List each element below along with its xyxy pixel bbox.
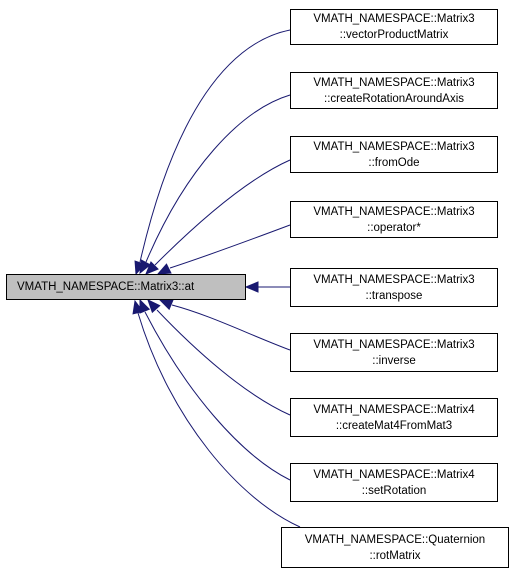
caller-node-from-ode[interactable]: VMATH_NAMESPACE::Matrix3 ::fromOde [290,136,498,173]
caller-method-label: ::operator* [367,220,421,236]
edge-rot-matrix [138,313,300,527]
caller-method-label: ::transpose [366,288,423,304]
focus-node-label: VMATH_NAMESPACE::Matrix3::at [17,279,194,295]
caller-node-create-rotation-around-axis[interactable]: VMATH_NAMESPACE::Matrix3 ::createRotatio… [290,72,498,109]
caller-class-label: VMATH_NAMESPACE::Matrix3 [313,11,474,27]
caller-class-label: VMATH_NAMESPACE::Matrix3 [313,75,474,91]
edge-create-rotation-around-axis [146,95,290,262]
caller-node-operator-multiply[interactable]: VMATH_NAMESPACE::Matrix3 ::operator* [290,201,498,238]
caller-class-label: VMATH_NAMESPACE::Matrix3 [313,204,474,220]
caller-class-label: VMATH_NAMESPACE::Quaternion [305,532,485,548]
edge-transpose-arrowhead [246,282,258,292]
caller-node-transpose[interactable]: VMATH_NAMESPACE::Matrix3 ::transpose [290,268,498,307]
caller-node-create-mat4-from-mat3[interactable]: VMATH_NAMESPACE::Matrix4 ::createMat4Fro… [290,398,498,437]
caller-method-label: ::setRotation [362,483,427,499]
edge-inverse-arrowhead [160,300,173,309]
caller-node-vector-product-matrix[interactable]: VMATH_NAMESPACE::Matrix3 ::vectorProduct… [290,9,498,45]
edge-operator-multiply-arrowhead [158,264,171,274]
caller-class-label: VMATH_NAMESPACE::Matrix4 [313,467,474,483]
caller-node-rot-matrix[interactable]: VMATH_NAMESPACE::Quaternion ::rotMatrix [281,527,509,568]
caller-method-label: ::createRotationAroundAxis [324,91,464,107]
caller-method-label: ::createMat4FromMat3 [336,418,452,434]
caller-class-label: VMATH_NAMESPACE::Matrix3 [313,337,474,353]
edge-create-mat4-from-mat3 [157,310,290,415]
caller-node-set-rotation[interactable]: VMATH_NAMESPACE::Matrix4 ::setRotation [290,463,498,502]
edge-from-ode [155,160,290,265]
edge-operator-multiply [170,225,290,268]
focus-node: VMATH_NAMESPACE::Matrix3::at [6,274,246,300]
caller-node-inverse[interactable]: VMATH_NAMESPACE::Matrix3 ::inverse [290,333,498,372]
caller-method-label: ::rotMatrix [369,548,420,564]
edge-set-rotation [145,312,290,480]
caller-method-label: ::fromOde [368,155,419,171]
caller-class-label: VMATH_NAMESPACE::Matrix4 [313,402,474,418]
caller-method-label: ::vectorProductMatrix [340,27,449,43]
caller-method-label: ::inverse [372,353,415,369]
caller-class-label: VMATH_NAMESPACE::Matrix3 [313,139,474,155]
caller-class-label: VMATH_NAMESPACE::Matrix3 [313,272,474,288]
